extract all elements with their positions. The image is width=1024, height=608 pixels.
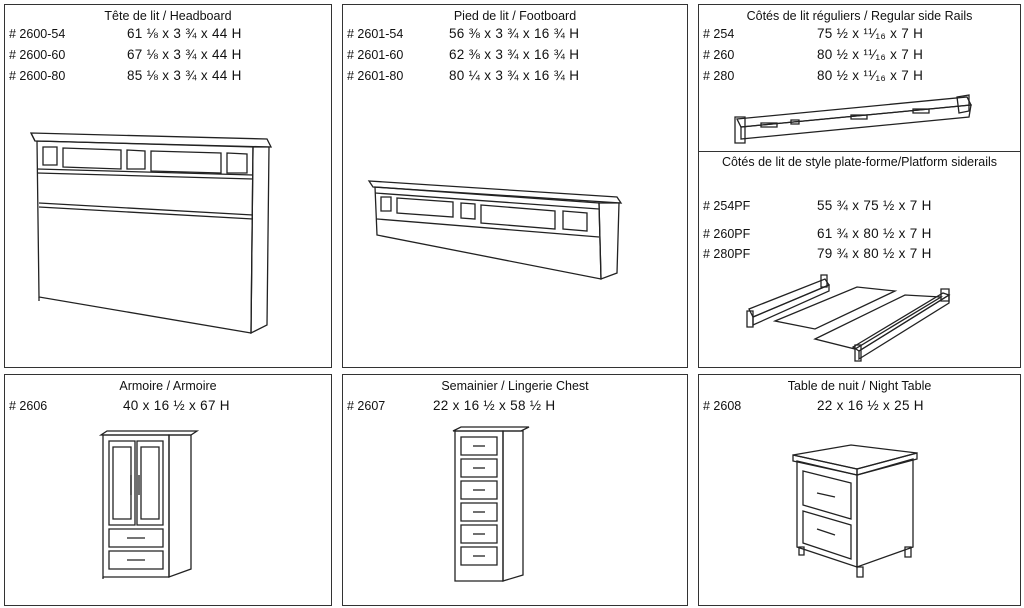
platform-rail-drawing [745,273,965,365]
item-dimensions: 56 ⅜ x 3 ¾ x 16 ¾ H [449,26,580,41]
item-dimensions: 80 ½ x ¹¹⁄₁₆ x 7 H [817,47,924,62]
item-code: # 2606 [9,399,48,413]
lingerie-chest-panel: Semainier / Lingerie Chest # 2607 22 x 1… [342,374,688,606]
item-code: # 2601-54 [347,27,404,41]
item-dimensions: 80 ½ x ¹¹⁄₁₆ x 7 H [817,68,924,83]
item-code: # 254 [703,27,735,41]
item-dimensions: 62 ⅜ x 3 ¾ x 16 ¾ H [449,47,580,62]
item-code: # 2600-80 [9,69,66,83]
panel-title: Côtés de lit de style plate-forme/Platfo… [721,155,998,169]
item-dimensions: 40 x 16 ½ x 67 H [123,398,230,413]
item-dimensions: 85 ⅛ x 3 ¾ x 44 H [127,68,242,83]
item-code: # 2607 [347,399,386,413]
item-code: # 254PF [703,199,751,213]
item-code: # 2601-80 [347,69,404,83]
item-code: # 260 [703,48,735,62]
item-dimensions: 75 ½ x ¹¹⁄₁₆ x 7 H [817,26,924,41]
panel-title: Côtés de lit réguliers / Regular side Ra… [746,9,973,23]
headboard-panel: Tête de lit / Headboard # 2600-54 61 ⅛ x… [4,4,332,368]
section-divider [699,151,1020,152]
panel-title: Tête de lit / Headboard [104,9,232,23]
side-rail-drawing [731,93,981,149]
night-table-drawing [791,443,923,579]
item-dimensions: 67 ⅛ x 3 ¾ x 44 H [127,47,242,62]
panel-title: Pied de lit / Footboard [453,9,577,23]
armoire-panel: Armoire / Armoire # 2606 40 x 16 ½ x 67 … [4,374,332,606]
item-dimensions: 22 x 16 ½ x 58 ½ H [433,398,556,413]
item-dimensions: 79 ¾ x 80 ½ x 7 H [817,246,932,261]
item-code: # 280 [703,69,735,83]
item-dimensions: 61 ⅛ x 3 ¾ x 44 H [127,26,242,41]
item-code: # 260PF [703,227,751,241]
item-code: # 2600-54 [9,27,66,41]
item-dimensions: 61 ¾ x 80 ½ x 7 H [817,226,932,241]
lingerie-chest-drawing [451,425,535,585]
footboard-drawing [367,175,627,285]
item-dimensions: 55 ¾ x 75 ½ x 7 H [817,198,932,213]
item-code: # 280PF [703,247,751,261]
item-code: # 2608 [703,399,742,413]
side-rails-panel: Côtés de lit réguliers / Regular side Ra… [698,4,1021,368]
panel-title: Table de nuit / Night Table [787,379,932,393]
item-dimensions: 80 ¼ x 3 ¾ x 16 ¾ H [449,68,580,83]
panel-title: Armoire / Armoire [119,379,217,393]
panel-title: Semainier / Lingerie Chest [441,379,589,393]
item-code: # 2600-60 [9,48,66,62]
item-code: # 2601-60 [347,48,404,62]
night-table-panel: Table de nuit / Night Table # 2608 22 x … [698,374,1021,606]
armoire-drawing [99,429,201,579]
footboard-panel: Pied de lit / Footboard # 2601-54 56 ⅜ x… [342,4,688,368]
headboard-drawing [27,125,277,335]
item-dimensions: 22 x 16 ½ x 25 H [817,398,924,413]
